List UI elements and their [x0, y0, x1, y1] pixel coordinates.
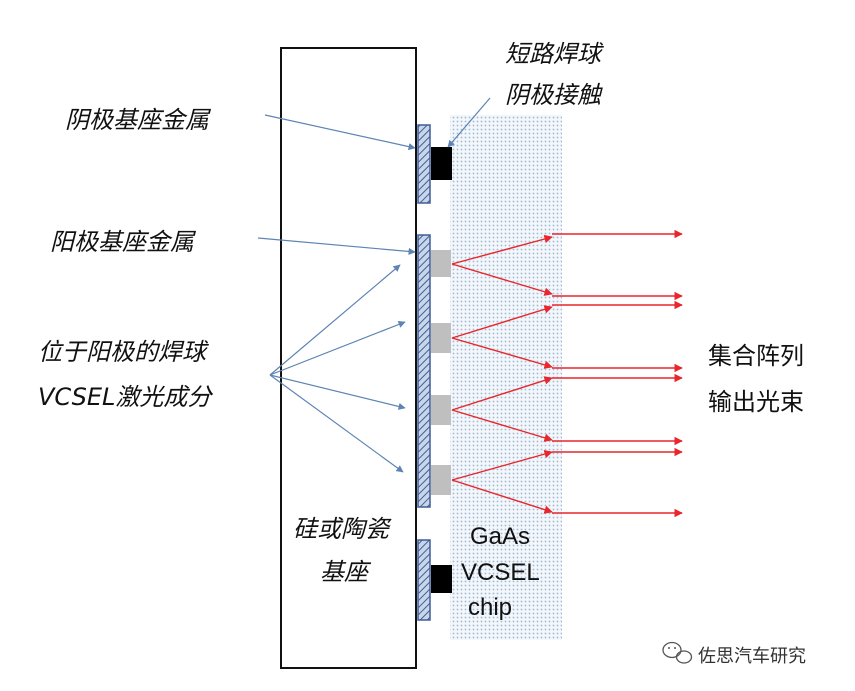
beam-ray — [451, 263, 553, 296]
beam-ray — [451, 305, 553, 339]
label-chip-line3: chip — [468, 594, 512, 621]
wechat-icon — [662, 641, 693, 664]
cathode-metal-pad-bottom — [417, 539, 431, 621]
beam-ray — [451, 234, 553, 265]
watermark: 佐思汽车研究 — [662, 641, 806, 667]
cathode-metal-pad-top — [417, 124, 431, 204]
label-array-line2: 输出光束 — [708, 388, 804, 416]
substrate-block — [280, 47, 417, 669]
label-solder-ball-line2: VCSEL激光成分 — [38, 383, 213, 411]
anode-solder-ball — [431, 323, 451, 353]
gaas-vcsel-chip — [450, 115, 562, 640]
label-short-ball-line1: 短路焊球 — [505, 40, 604, 68]
beam-ray — [451, 409, 553, 442]
anode-solder-ball — [431, 250, 451, 277]
pointer-anode-metal — [257, 237, 416, 256]
beam-ray — [451, 449, 553, 481]
pointer-solder-ball — [269, 321, 406, 376]
label-array-line1: 集合阵列 — [708, 342, 804, 370]
watermark-text: 佐思汽车研究 — [698, 646, 806, 667]
beam-ray — [451, 337, 553, 369]
anode-solder-ball — [431, 465, 451, 495]
label-substrate-line1: 硅或陶瓷 — [293, 515, 392, 543]
label-solder-ball-line1: 位于阳极的焊球 — [38, 338, 209, 366]
pointer-arrows — [257, 97, 491, 473]
beam-ray — [451, 376, 553, 411]
anode-metal-pad — [417, 234, 431, 508]
beam-ray — [451, 479, 553, 514]
pointer-cathode-metal — [264, 114, 416, 151]
label-anode-metal: 阳极基座金属 — [50, 228, 197, 256]
short-solder-ball-bottom — [431, 565, 452, 593]
label-substrate-line2: 基座 — [320, 558, 372, 586]
label-cathode-metal: 阴极基座金属 — [65, 106, 212, 134]
label-chip-line2: VCSEL — [461, 559, 540, 586]
short-solder-ball-top — [431, 147, 452, 180]
label-short-ball-line2: 阴极接触 — [505, 81, 603, 109]
pointer-short-ball — [447, 97, 491, 148]
laser-beams — [451, 229, 683, 518]
label-chip-line1: GaAs — [470, 523, 530, 550]
pointer-solder-ball — [269, 374, 406, 410]
pointer-solder-ball — [269, 374, 404, 473]
pointer-solder-ball — [269, 264, 401, 376]
anode-solder-ball — [431, 395, 451, 425]
